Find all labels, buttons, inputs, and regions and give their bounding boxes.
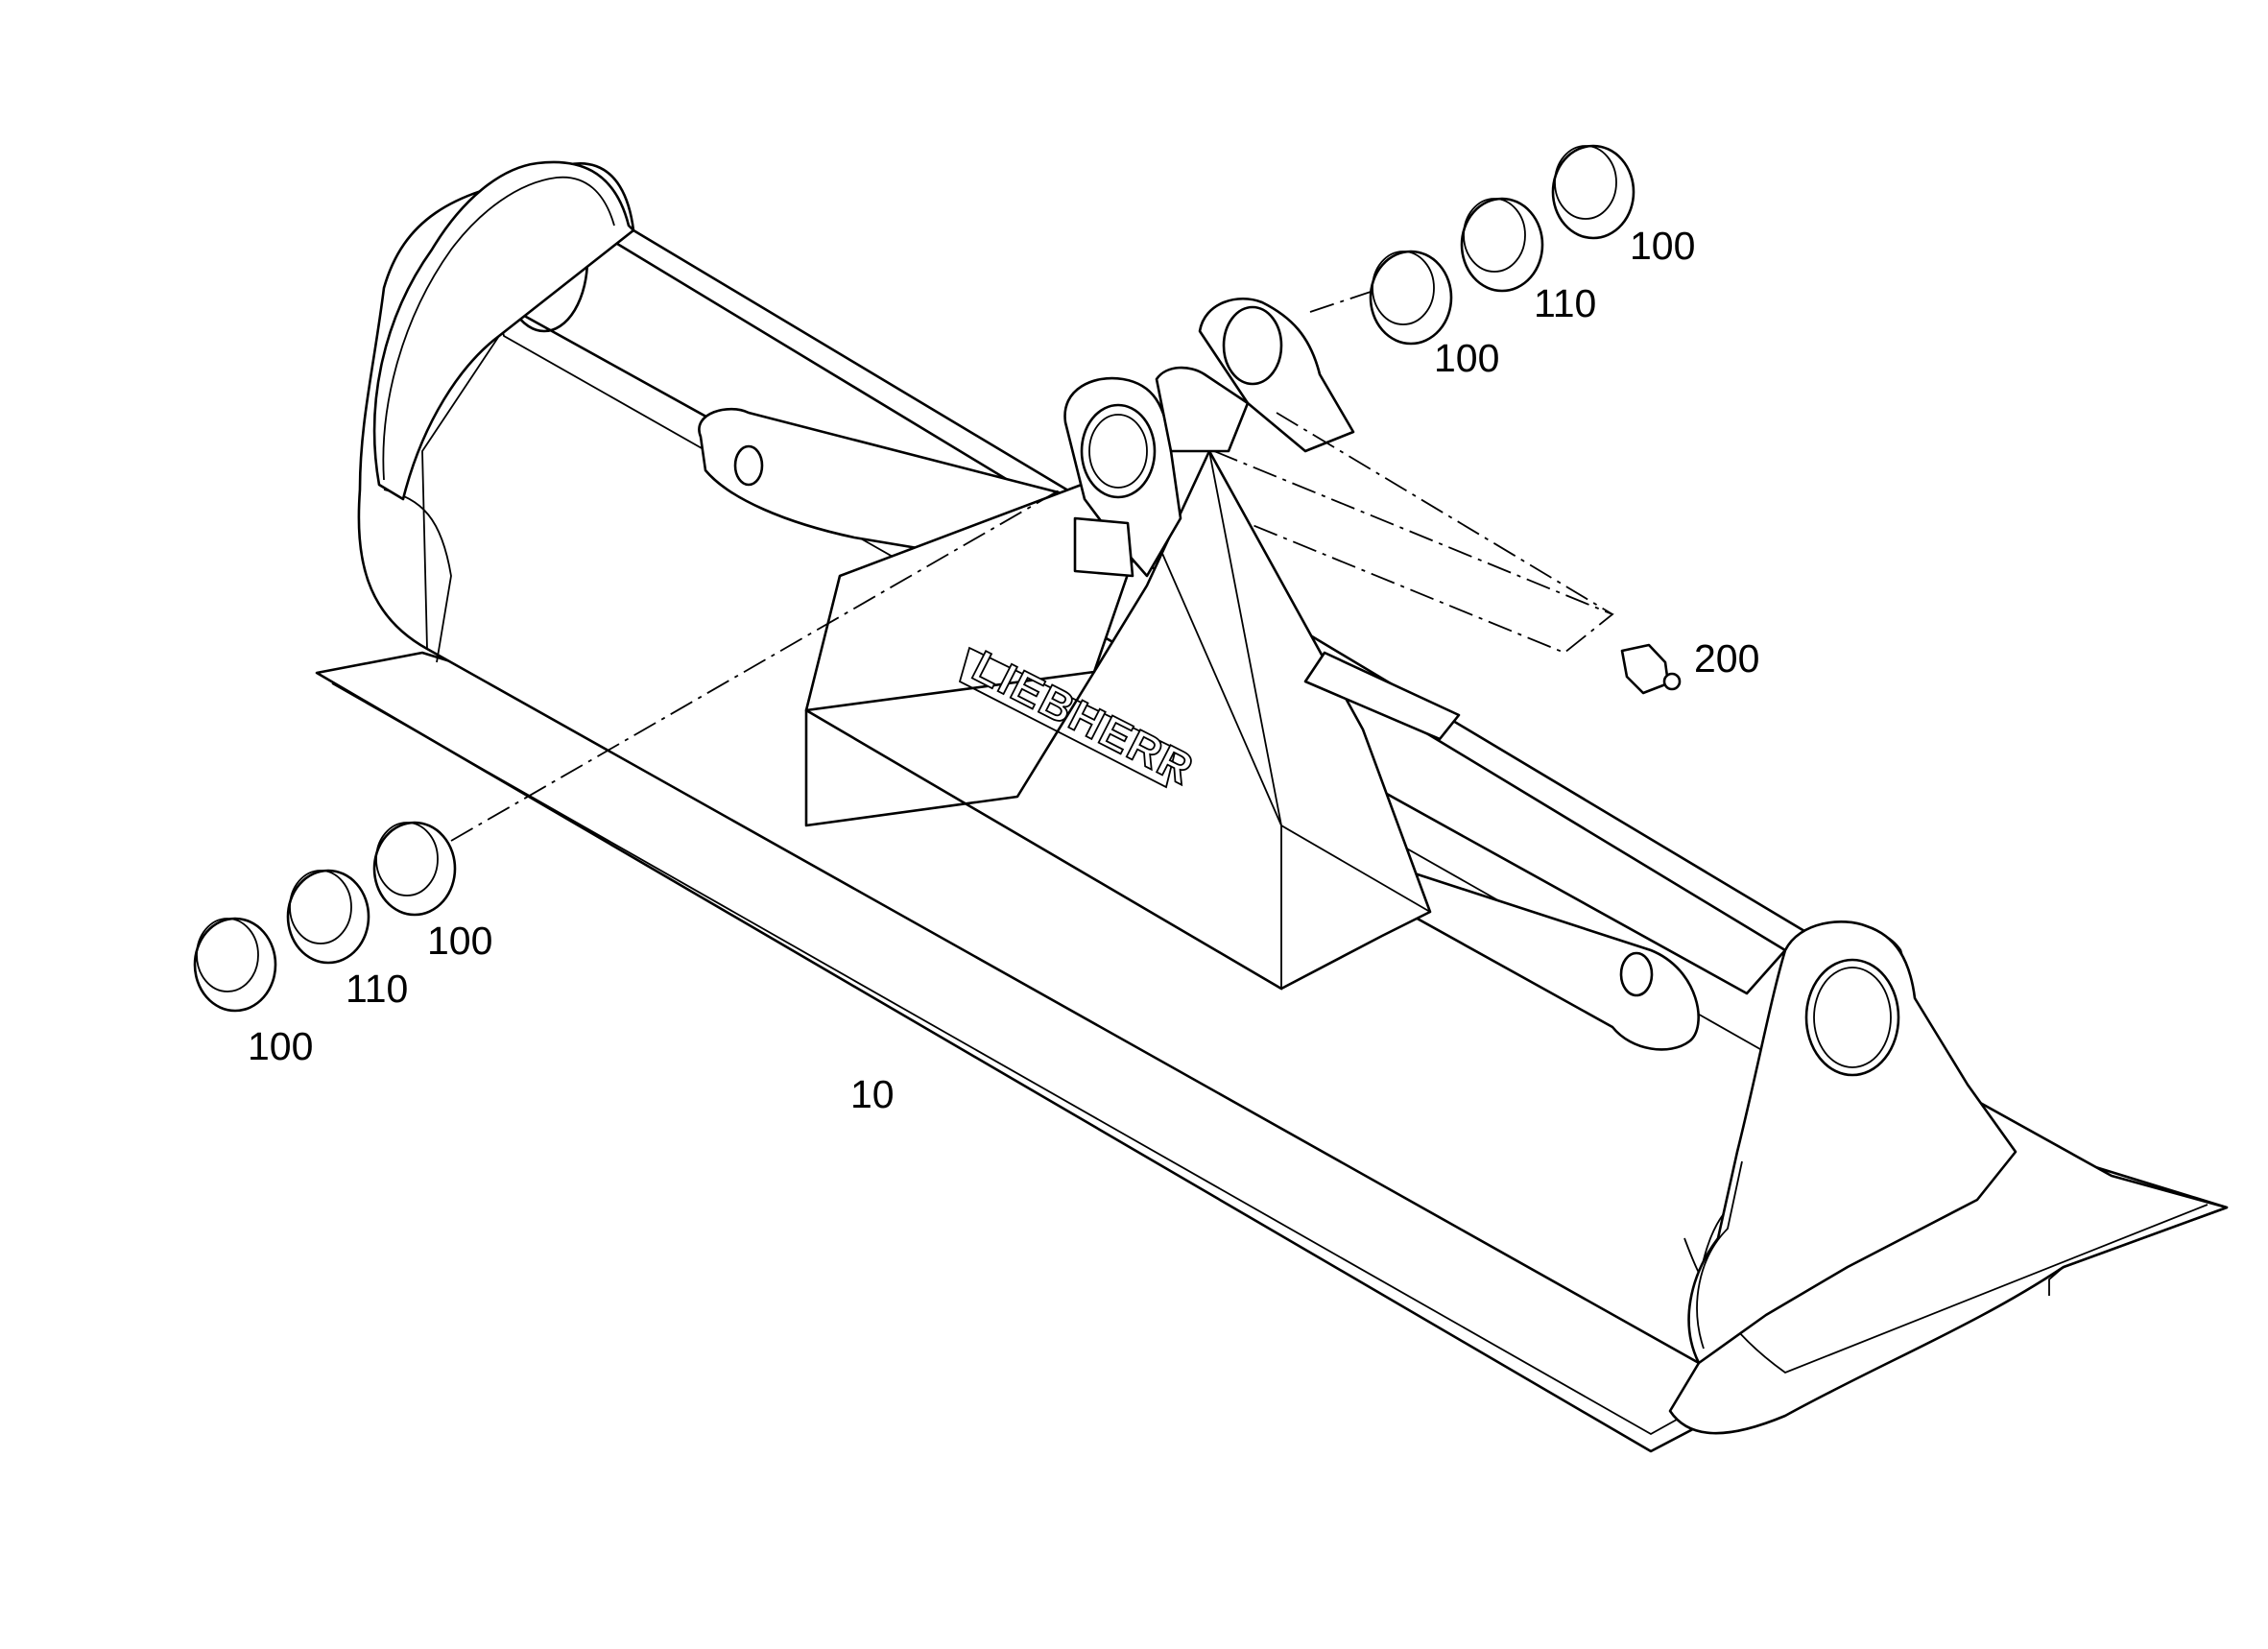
bushing-top-outer xyxy=(1551,144,1635,240)
callout-spacer-left: 110 xyxy=(346,967,409,1011)
callout-bucket: 10 xyxy=(850,1072,895,1116)
callout-spacer-top: 110 xyxy=(1534,281,1597,325)
callout-grease-nipple: 200 xyxy=(1694,636,1760,681)
spacer-top xyxy=(1460,197,1544,293)
bushing-top-inner xyxy=(1369,250,1453,346)
callout-bushing-top-inner: 100 xyxy=(1434,336,1500,380)
spacer-left xyxy=(286,869,370,965)
lug-rear xyxy=(1155,298,1355,453)
slot xyxy=(1303,651,1461,741)
bushing-left-outer xyxy=(193,917,277,1013)
callout-bushing-top-outer: 100 xyxy=(1630,224,1696,268)
bushing-left-inner xyxy=(372,821,457,917)
callout-bushing-left-inner: 100 xyxy=(427,919,493,963)
right-end-plate xyxy=(1687,920,2017,1365)
callout-bushing-left-outer: 100 xyxy=(248,1024,314,1068)
lug-front xyxy=(1063,376,1182,578)
left-end-plate xyxy=(372,160,635,501)
grease-nipple xyxy=(1620,643,1682,695)
